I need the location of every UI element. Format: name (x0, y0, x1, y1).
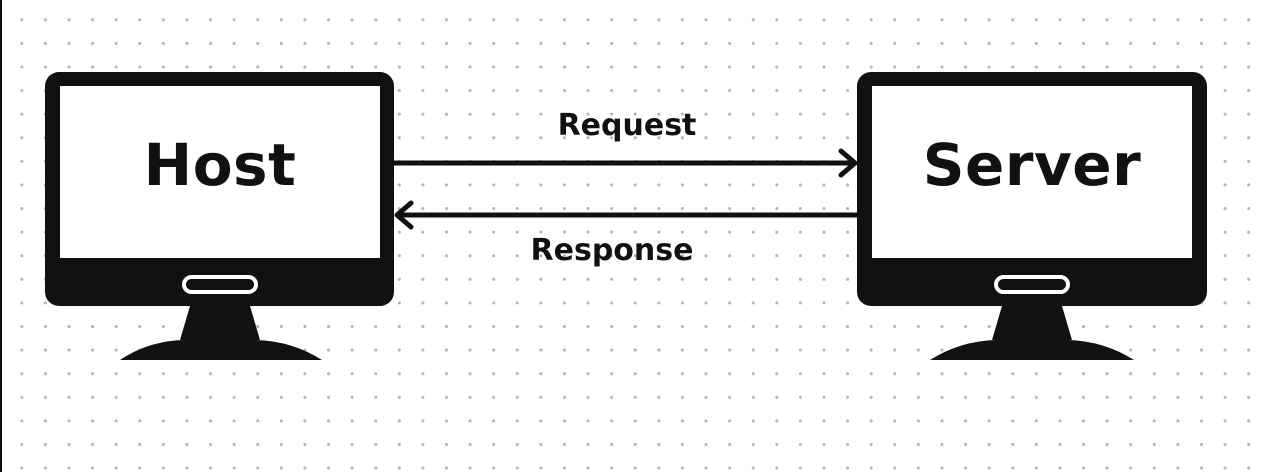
server-node (857, 72, 1207, 360)
response-arrowhead-icon (394, 200, 414, 230)
server-monitor-screen (872, 86, 1192, 258)
host-label: Host (143, 131, 297, 199)
server-label: Server (922, 131, 1142, 199)
host-monitor-icon (45, 72, 394, 360)
host-node (45, 72, 394, 360)
host-power-button-icon (182, 275, 258, 294)
request-label: Request (557, 108, 697, 143)
response-label: Response (530, 233, 694, 268)
server-monitor-neck (992, 306, 1072, 340)
host-monitor-base (120, 340, 322, 360)
request-arrow (394, 148, 858, 178)
request-arrowhead-icon (838, 148, 858, 178)
response-arrow (394, 200, 857, 230)
server-power-button-icon (994, 275, 1070, 294)
host-monitor-neck (180, 306, 260, 340)
server-monitor-base (930, 340, 1134, 360)
host-monitor-screen (60, 86, 380, 258)
server-monitor-icon (857, 72, 1207, 360)
